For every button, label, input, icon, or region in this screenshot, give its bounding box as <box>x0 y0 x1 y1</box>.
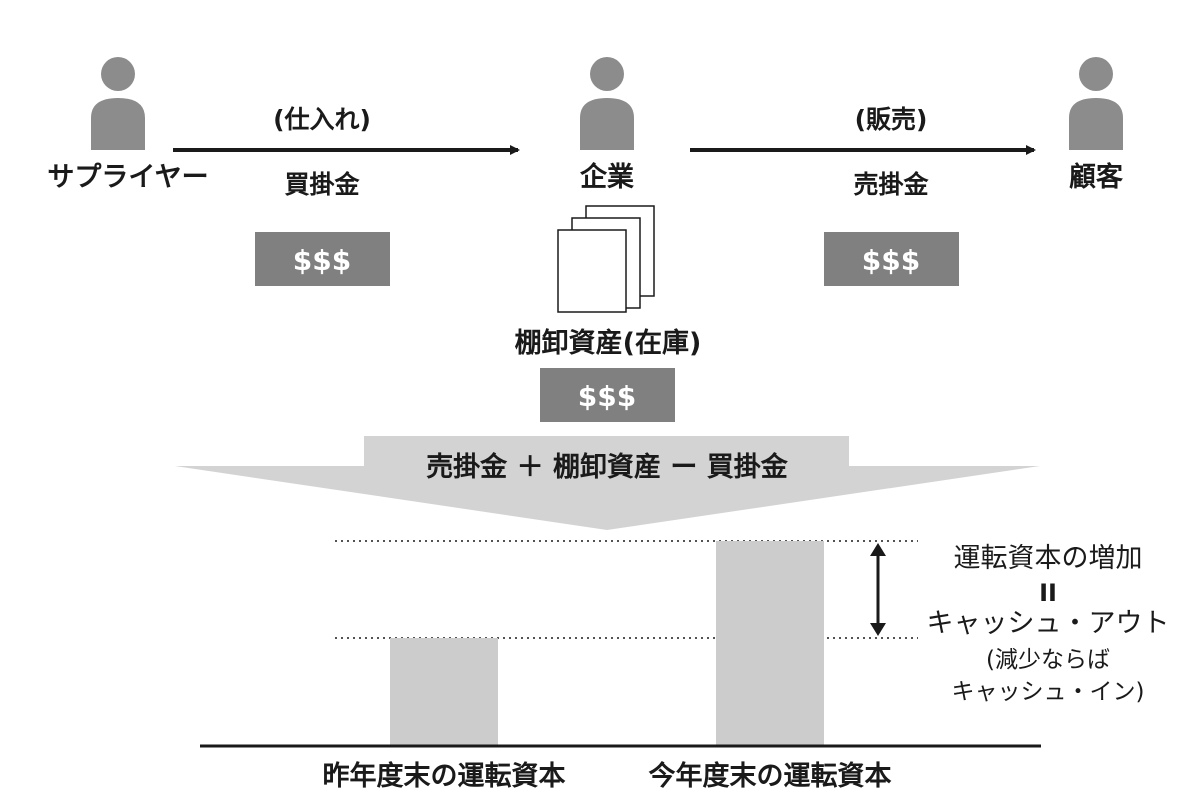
annotation-cash-out: キャッシュ・アウト <box>927 608 1170 639</box>
accounts-receivable-label: 売掛金 <box>853 170 929 199</box>
increase-double-arrow <box>870 543 886 636</box>
annotation-increase: 運転資本の増加 <box>954 543 1143 574</box>
this-year-bar-label: 今年度末の運転資本 <box>649 760 892 792</box>
working-capital-formula: 売掛金 ＋ 棚卸資産 ー 買掛金 <box>426 451 789 483</box>
accounts-payable-amount-box <box>255 232 390 286</box>
last-year-bar-label: 昨年度末の運転資本 <box>323 760 566 792</box>
company-label: 企業 <box>580 161 634 193</box>
accounts-payable-label: 買掛金 <box>284 170 360 199</box>
annotation-cash-in: キャッシュ・イン) <box>952 679 1145 705</box>
supplier-person-icon <box>91 57 145 150</box>
sales-action-label: (販売) <box>855 105 928 134</box>
formula-arrow-band <box>175 436 1040 530</box>
inventory-label: 棚卸資産(在庫) <box>515 327 702 359</box>
company-person-icon <box>580 57 634 150</box>
this-year-working-capital-bar <box>716 541 824 746</box>
accounts-receivable-amount: $$$ <box>862 244 920 277</box>
accounts-payable-amount: $$$ <box>293 244 351 277</box>
last-year-working-capital-bar <box>390 638 498 746</box>
supplier-label: サプライヤー <box>47 162 208 193</box>
accounts-receivable-amount-box <box>824 232 959 286</box>
customer-label: 顧客 <box>1069 161 1124 193</box>
annotation-if-decrease: (減少ならば <box>986 647 1110 673</box>
inventory-amount-box <box>540 368 675 422</box>
inventory-amount: $$$ <box>578 380 636 413</box>
purchase-action-label: (仕入れ) <box>273 105 371 134</box>
annotation-equals: II <box>1039 579 1057 607</box>
customer-person-icon <box>1069 57 1123 150</box>
inventory-documents-icon <box>557 205 655 313</box>
